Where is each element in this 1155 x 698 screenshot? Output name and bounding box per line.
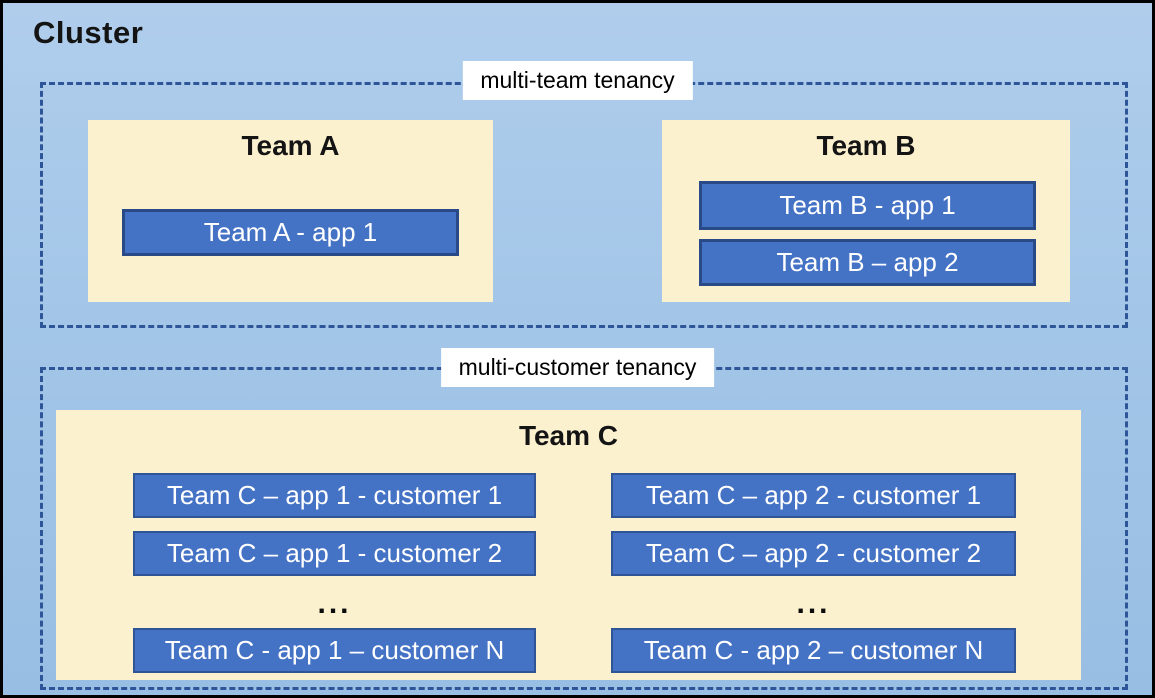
team-c-app-1-ellipsis: ... (317, 587, 352, 620)
team-b-box: Team B Team B - app 1 Team B – app 2 (662, 120, 1070, 302)
cluster-title: Cluster (33, 15, 144, 50)
multi-team-tenancy-label: multi-team tenancy (462, 61, 693, 100)
team-c-title: Team C (518, 420, 619, 451)
team-c-app-1-customer-n-box: Team C - app 1 – customer N (133, 628, 536, 673)
team-b-title: Team B (816, 130, 916, 161)
team-b-app-1-box: Team B - app 1 (699, 181, 1036, 230)
team-c-app-2-customer-2-box: Team C – app 2 - customer 2 (611, 531, 1016, 576)
team-c-app-1-customer-1-box: Team C – app 1 - customer 1 (133, 473, 536, 518)
team-a-box: Team A Team A - app 1 (88, 120, 493, 302)
team-a-title: Team A (241, 130, 340, 161)
team-a-app-1-box: Team A - app 1 (122, 209, 459, 256)
team-c-app-2-customer-1-box: Team C – app 2 - customer 1 (611, 473, 1016, 518)
team-c-app-1-column: Team C – app 1 - customer 1 Team C – app… (133, 473, 536, 686)
team-c-app-1-customer-2-box: Team C – app 1 - customer 2 (133, 531, 536, 576)
team-c-app-2-column: Team C – app 2 - customer 1 Team C – app… (611, 473, 1016, 686)
multi-customer-tenancy-label: multi-customer tenancy (440, 348, 715, 387)
team-b-app-2-box: Team B – app 2 (699, 239, 1036, 286)
team-c-box: Team C Team C – app 1 - customer 1 Team … (56, 410, 1081, 680)
team-c-app-2-ellipsis: ... (796, 587, 831, 620)
team-c-app-2-customer-n-box: Team C - app 2 – customer N (611, 628, 1016, 673)
